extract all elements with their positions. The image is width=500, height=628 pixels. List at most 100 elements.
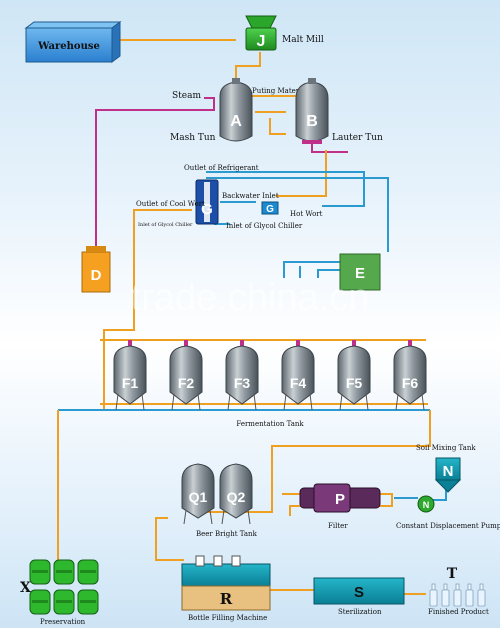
- pipe-to-filter: [196, 410, 431, 513]
- fermentation-tank-5: F5: [337, 340, 371, 411]
- malt-mill-label: Malt Mill: [282, 35, 324, 45]
- sterilization-label: Sterilization: [338, 608, 382, 616]
- pipe-bright-to-filling: [155, 517, 184, 561]
- tank-inlet: [352, 340, 356, 348]
- pipe-hot-wort-magenta: [311, 144, 348, 153]
- tank-leg: [197, 393, 201, 411]
- tank-inlet: [296, 340, 300, 348]
- pipe-steam: [95, 97, 215, 246]
- sterilization: S Sterilization: [313, 577, 405, 616]
- tank-body: [169, 345, 203, 405]
- fermentation-tank-label-3: F3: [234, 375, 251, 391]
- soil-mixing-tank: Soil Mixing Tank N: [416, 444, 476, 493]
- inlet-glycol-small-label: Inlet of Glycol Chiller: [138, 222, 193, 228]
- tank-leg: [365, 393, 369, 411]
- steam-label: Steam: [172, 91, 201, 101]
- malt-mill: J Malt Mill: [245, 15, 324, 51]
- lauter-tun-letter: B: [306, 113, 318, 130]
- lauter-tun: Puting Material B Lauter Tun: [252, 78, 383, 144]
- tank-leg: [395, 393, 399, 411]
- tank-body: [225, 345, 259, 405]
- preservation-letter: X: [20, 580, 31, 596]
- bright-tank-1: Q1: [181, 463, 215, 525]
- fermentation-tank-1: F1: [113, 340, 147, 411]
- bottle-filling-machine-label: Bottle Filling Machine: [188, 614, 267, 622]
- tank-leg: [421, 393, 425, 411]
- tank-leg: [247, 509, 251, 525]
- fermentation-tank-label-5: F5: [346, 375, 363, 391]
- bottle-icon: [441, 583, 450, 607]
- pipe-blue-main: [206, 177, 389, 252]
- sterilization-letter: S: [354, 584, 364, 601]
- hot-wort-label: Hot Wort: [290, 210, 323, 218]
- tank-body: [393, 345, 427, 405]
- finished-product-label: Finished Product: [428, 608, 489, 616]
- inlet-glycol-chiller-label: Inlet of Glycol Chiller: [226, 222, 303, 230]
- fermentation-tank-label-4: F4: [290, 375, 307, 391]
- bright-tanks: Q1 Q2: [181, 463, 253, 525]
- tank-leg: [253, 393, 257, 411]
- tank-leg: [171, 393, 175, 411]
- tank-body: [337, 345, 371, 405]
- fermentation-tank-4: F4: [281, 340, 315, 411]
- tank-inlet: [128, 340, 132, 348]
- tank-leg: [221, 509, 225, 525]
- keg-icon: [29, 589, 51, 615]
- bright-tank-label-1: Q1: [189, 489, 208, 505]
- tank-leg: [283, 393, 287, 411]
- fermentation-tank-label-2: F2: [178, 375, 195, 391]
- outlet-cool-wort-label: Outlet of Cool Wort: [136, 200, 205, 208]
- bottle-icon: [477, 583, 486, 607]
- fermentation-tank-label-6: F6: [402, 375, 419, 391]
- puting-material-label: Puting Material: [252, 87, 309, 95]
- plate-heat-exchanger: Outlet of Refrigerant G Outlet of Cool W…: [136, 164, 303, 230]
- keg-icon: [53, 589, 75, 615]
- d-tank: D: [81, 246, 111, 293]
- preservation-label: Preservation: [40, 618, 86, 626]
- fermentation-tanks: F1 F2 F3 F4 F5 F6: [113, 340, 427, 411]
- keg-icon: [77, 559, 99, 585]
- pipe-filter-loop: [282, 493, 393, 516]
- finished-product-bottles: [429, 583, 486, 607]
- tank-leg: [339, 393, 343, 411]
- tank-body: [281, 345, 315, 405]
- keg-icon: [77, 589, 99, 615]
- fermentation-tank-2: F2: [169, 340, 203, 411]
- bright-tank-2: Q2: [219, 463, 253, 525]
- tank-body: [219, 463, 253, 519]
- tank-inlet: [408, 340, 412, 348]
- tank-inlet: [240, 340, 244, 348]
- pipe-lauter-return: [269, 118, 286, 135]
- pipe-e-tank-branches: [283, 261, 346, 278]
- tank-leg: [183, 509, 187, 525]
- mash-tun-label: Mash Tun: [170, 133, 216, 143]
- soil-mixing-letter: N: [443, 463, 454, 480]
- tank-leg: [309, 393, 313, 411]
- tank-leg: [141, 393, 145, 411]
- constant-displacement-pump-label: Constant Displacement Pump: [396, 522, 500, 530]
- pipe-mill-to-mash-tun: [235, 52, 261, 80]
- finished-letter: T: [447, 566, 458, 582]
- d-tank-letter: D: [91, 267, 102, 284]
- watermark: trade.china.cn: [131, 277, 370, 319]
- warehouse: Warehouse: [24, 21, 122, 63]
- mash-tun: Steam A Mash Tun: [170, 78, 253, 143]
- pipes: [57, 39, 447, 595]
- constant-displacement-pump: N Constant Displacement Pump: [396, 495, 500, 530]
- hot-wort-letter: G: [266, 204, 274, 215]
- bottle-filling-machine: R Bottle Filling Machine: [181, 555, 271, 622]
- filter-letter: P: [335, 491, 345, 508]
- mash-tun-letter: A: [230, 113, 242, 130]
- filter-label: Filter: [328, 522, 348, 530]
- heat-exchanger-letter: G: [201, 201, 213, 218]
- soil-mixing-tank-label: Soil Mixing Tank: [416, 444, 476, 452]
- fermentation-tank-label-1: F1: [122, 375, 139, 391]
- keg-icon: [53, 559, 75, 585]
- malt-mill-letter: J: [257, 33, 266, 50]
- keg-icon: [29, 559, 51, 585]
- hot-wort-pump: G Hot Wort: [261, 201, 323, 218]
- fermentation-tank-3: F3: [225, 340, 259, 411]
- bottle-icon: [429, 583, 438, 607]
- tank-leg: [115, 393, 119, 411]
